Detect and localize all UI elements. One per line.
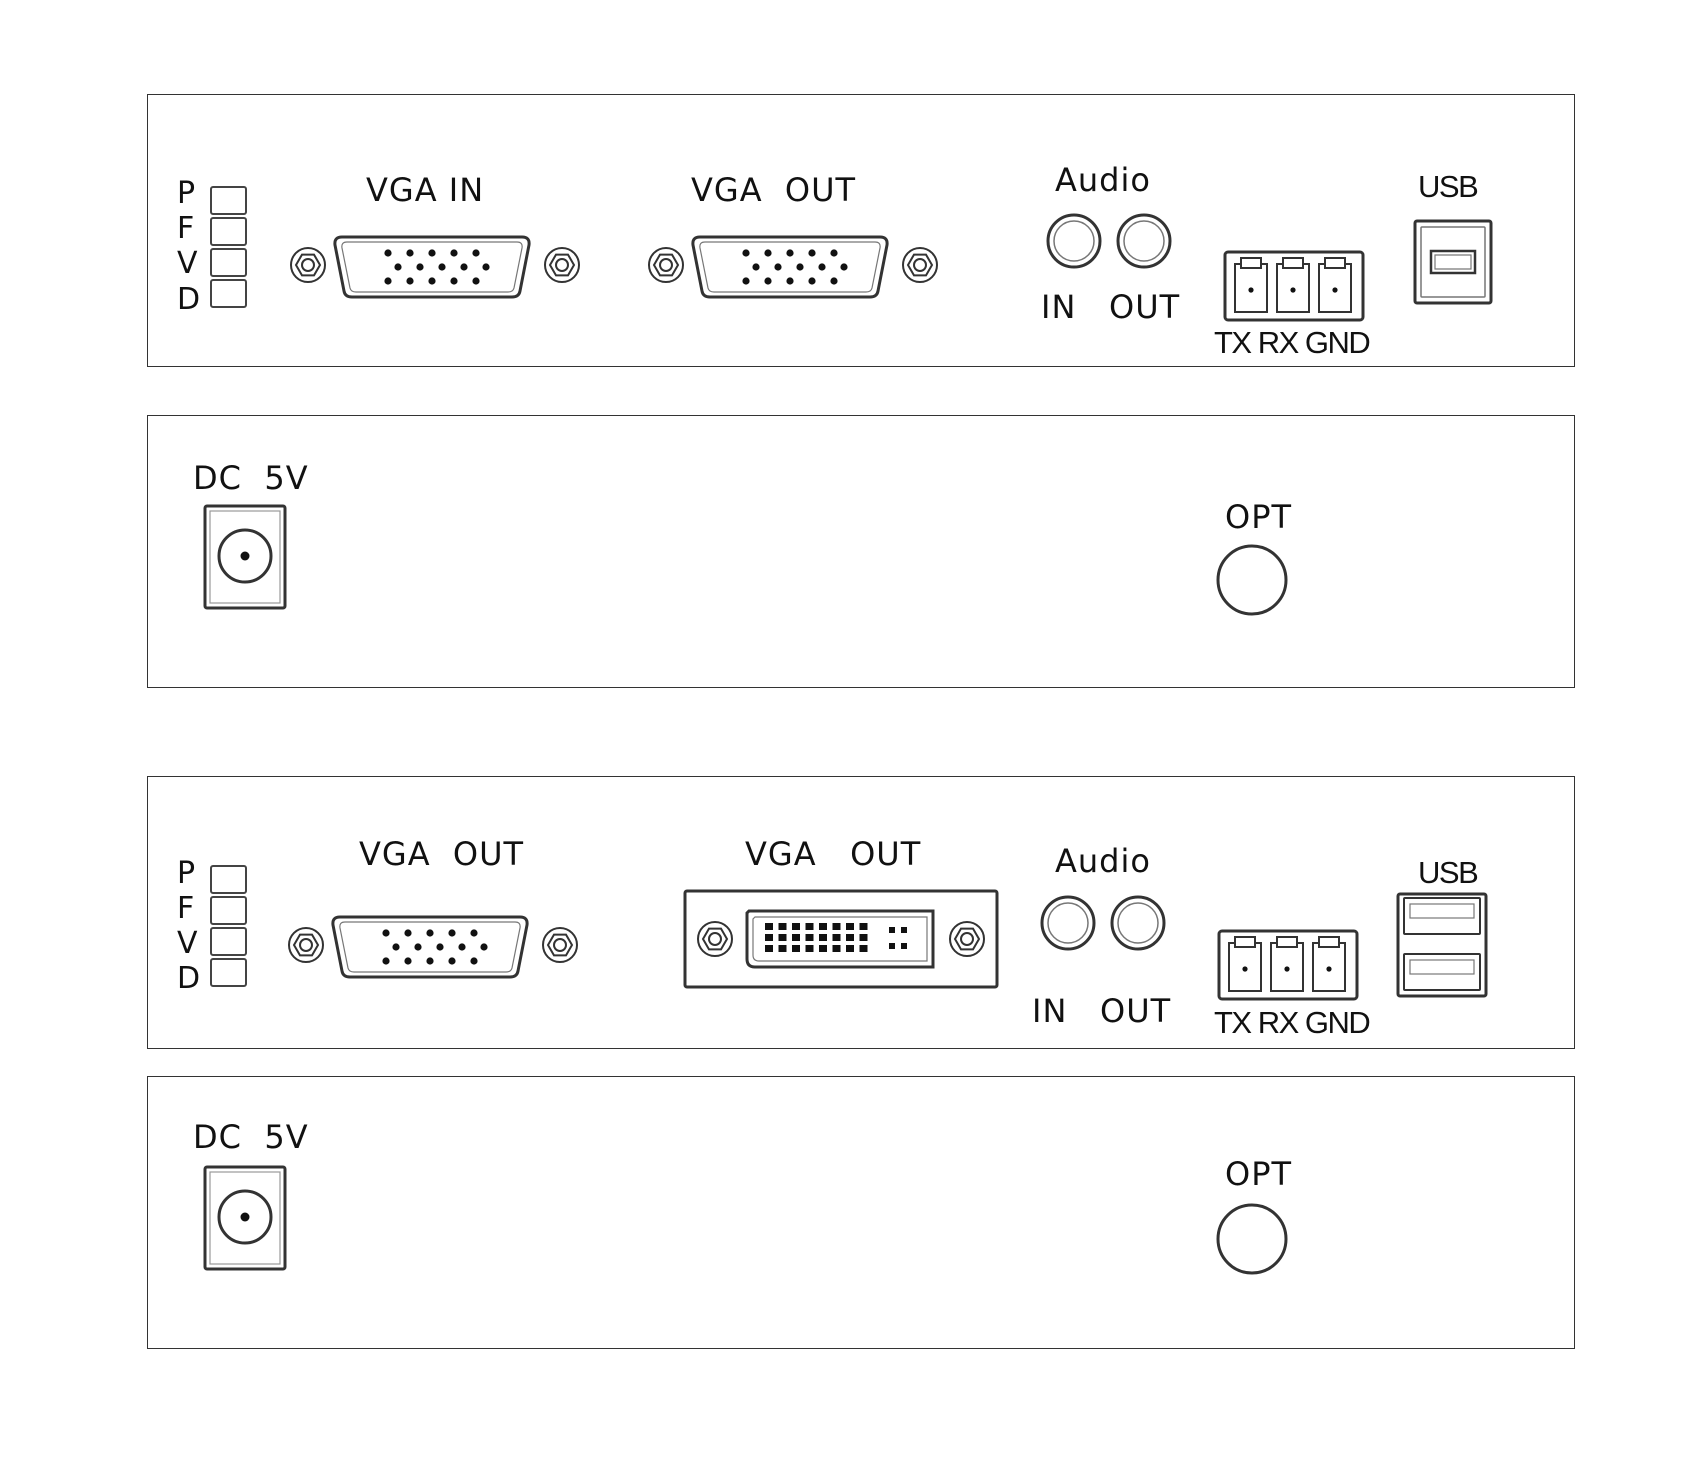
usb-a-dual-port-icon[interactable] [1396,892,1488,998]
led-v-indicator [210,927,247,956]
vga-out-label: VGA OUT [691,171,857,209]
led-label-v: V [177,926,198,961]
serial-terminal-block-icon[interactable] [1217,929,1359,1001]
led-v-indicator [210,248,247,277]
usb-label: USB [1418,169,1479,204]
audio-label: Audio [1055,161,1151,199]
serial-tx-rx-gnd-label: TX RX GND [1214,325,1371,360]
led-d-indicator [210,958,247,987]
audio-in-label: IN [1041,288,1077,326]
audio-in-jack-icon[interactable] [1044,211,1104,271]
audio-out-jack-icon[interactable] [1114,211,1174,271]
led-p-indicator [210,186,247,215]
led-label-f: F [177,891,195,926]
receiver-front-panel: P F V D VGA OUT VGA OUT Audio IN OUT [147,776,1575,1049]
audio-out-jack-icon[interactable] [1108,893,1168,953]
audio-in-label: IN [1032,992,1068,1030]
dvi-out-label: VGA OUT [745,835,922,873]
transmitter-rear-panel: DC 5V OPT [147,415,1575,688]
led-label-d: D [177,282,201,317]
audio-out-label: OUT [1109,288,1181,326]
usb-label: USB [1418,855,1479,890]
led-p-indicator [210,865,247,894]
vga-in-label: VGA IN [366,171,485,209]
opt-label: OPT [1225,498,1293,536]
dc-power-jack-icon[interactable] [203,504,287,610]
led-label-f: F [177,211,195,246]
transmitter-front-panel: P F V D VGA IN VGA OUT Audio IN OUT TX R… [147,94,1575,367]
led-f-indicator [210,896,247,925]
optical-fiber-port-icon[interactable] [1214,1201,1290,1277]
led-label-p: P [177,176,196,211]
led-label-d: D [177,961,201,996]
optical-fiber-port-icon[interactable] [1214,542,1290,618]
vga-out-label: VGA OUT [359,835,525,873]
vga-in-port-icon[interactable] [290,225,580,305]
opt-label: OPT [1225,1155,1293,1193]
led-f-indicator [210,217,247,246]
vga-out-port-icon[interactable] [648,225,938,305]
led-d-indicator [210,279,247,308]
led-label-p: P [177,856,196,891]
dc-5v-label: DC 5V [193,1118,309,1156]
audio-label: Audio [1055,842,1151,880]
audio-out-label: OUT [1100,992,1172,1030]
serial-tx-rx-gnd-label: TX RX GND [1214,1005,1371,1040]
usb-b-port-icon[interactable] [1413,219,1493,305]
serial-terminal-block-icon[interactable] [1223,250,1365,322]
receiver-rear-panel: DC 5V OPT [147,1076,1575,1349]
dvi-out-port-icon[interactable] [683,889,999,989]
dc-5v-label: DC 5V [193,459,309,497]
dc-power-jack-icon[interactable] [203,1165,287,1271]
led-label-v: V [177,246,198,281]
vga-out-port-icon[interactable] [288,905,578,985]
audio-in-jack-icon[interactable] [1038,893,1098,953]
